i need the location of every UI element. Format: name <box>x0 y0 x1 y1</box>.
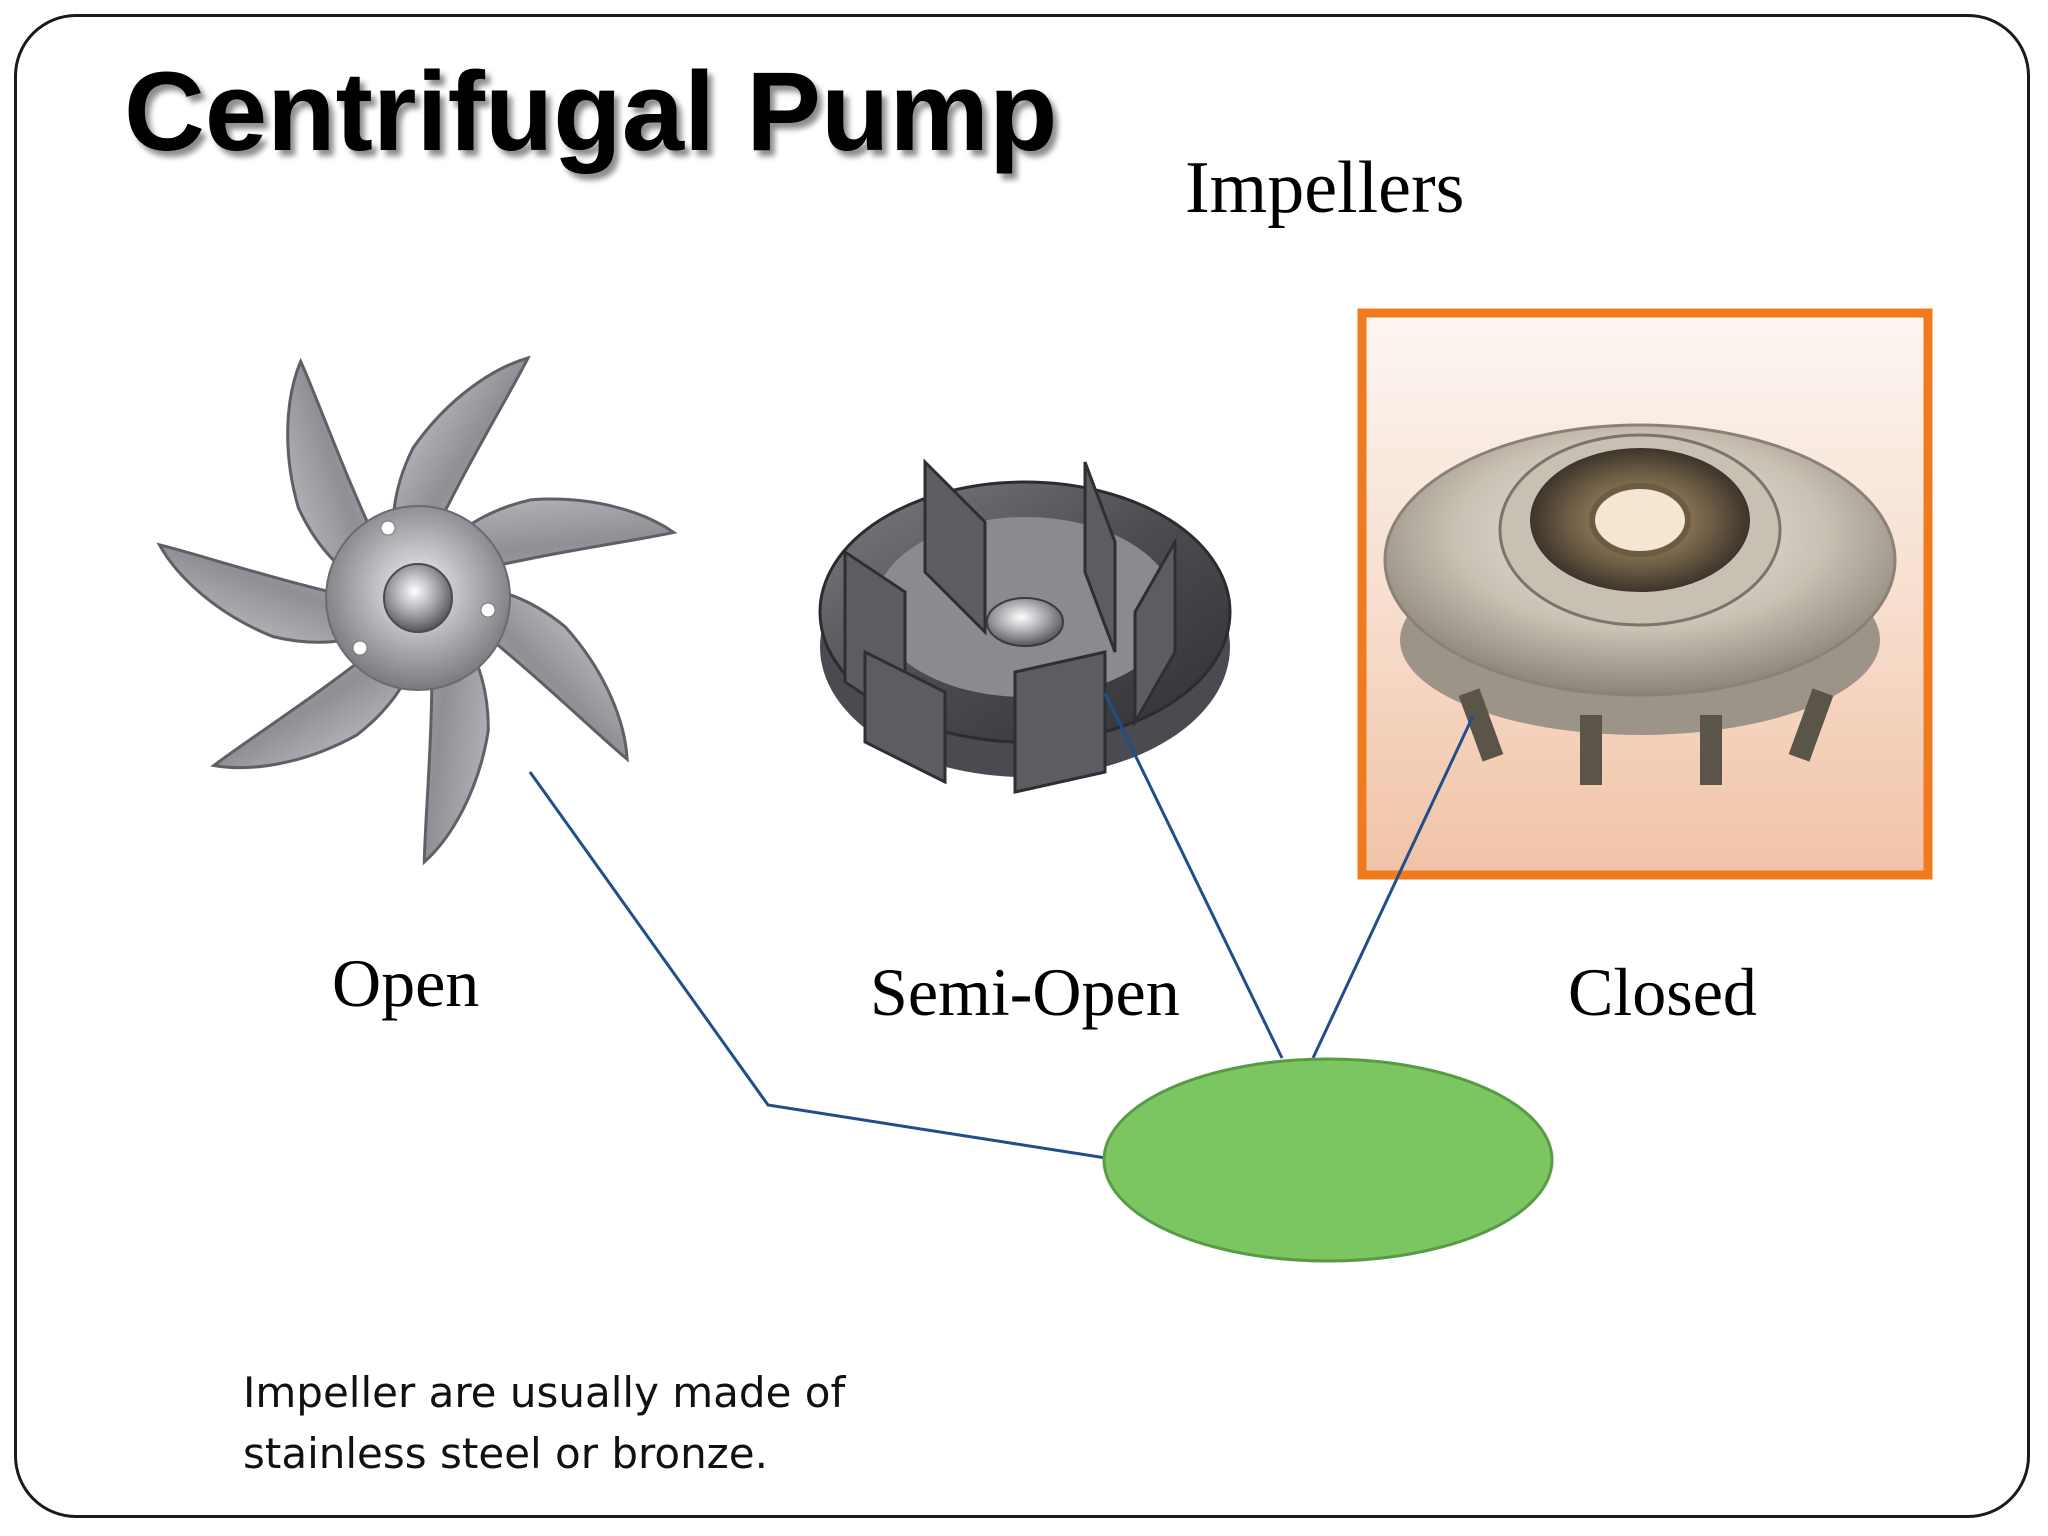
closed-impeller-photo <box>1357 308 1933 880</box>
semi-open-impeller-image <box>818 458 1232 794</box>
label-closed: Closed <box>1568 954 1757 1030</box>
label-semi-open: Semi-Open <box>870 954 1180 1030</box>
material-note-line-2: stainless steel or bronze. <box>243 1429 768 1478</box>
label-open: Open <box>332 945 480 1021</box>
slide-subtitle: Impellers <box>1185 147 1465 229</box>
green-ellipse-shape <box>1102 1057 1554 1263</box>
connector-lines <box>528 692 1475 1160</box>
material-note: Impeller are usually made of stainless s… <box>243 1362 963 1484</box>
slide-title: Centrifugal Pump <box>124 49 1058 174</box>
material-note-line-1: Impeller are usually made of <box>243 1368 846 1417</box>
open-impeller-image <box>156 355 678 866</box>
